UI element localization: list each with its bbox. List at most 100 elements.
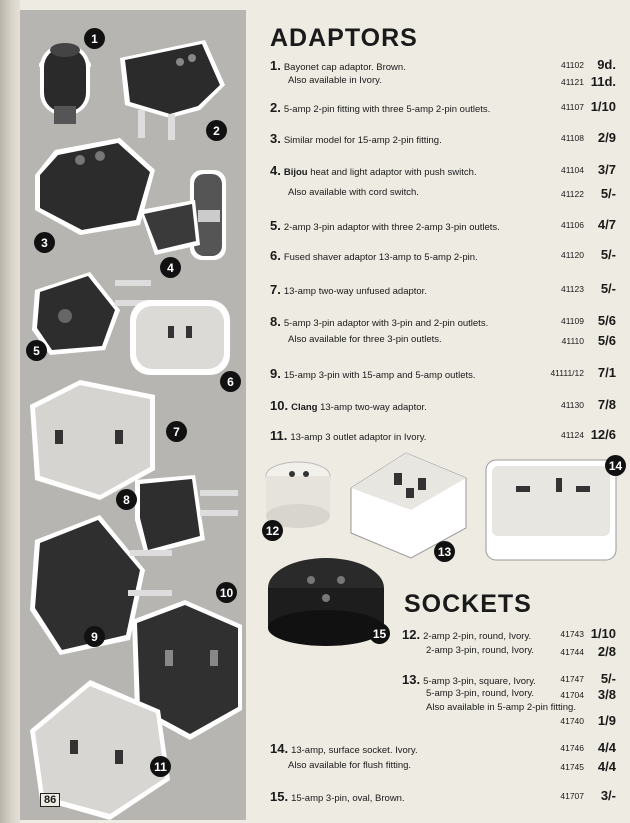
socket-12-image xyxy=(265,461,331,528)
catalogue-code: 41122 xyxy=(560,189,584,199)
adaptor-1-image xyxy=(39,43,91,124)
adaptor-description: 11.13-amp 3 outlet adaptor in Ivory. xyxy=(270,428,427,443)
page-number: 86 xyxy=(40,793,61,807)
socket-row: 2-amp 3-pin, round, Ivory. 41744 2/8 xyxy=(426,644,622,661)
catalogue-code: 41123 xyxy=(560,284,584,294)
socket-description: 14.13-amp, surface socket. Ivory. xyxy=(270,741,418,756)
item-number: 8. xyxy=(270,314,281,329)
catalogue-code: 41110 xyxy=(561,336,584,346)
badge-5: 5 xyxy=(26,340,47,361)
badge-13: 13 xyxy=(434,541,455,562)
adaptor-row: 3.Similar model for 15-amp 2-pin fitting… xyxy=(270,130,622,147)
catalogue-code: 41707 xyxy=(560,791,584,801)
adaptor-10-image xyxy=(132,600,242,740)
item-number: 11. xyxy=(270,428,288,443)
item-number: 1. xyxy=(270,58,281,73)
price: 3/7 xyxy=(597,162,616,177)
adaptor-row: 6.Fused shaver adaptor 13-amp to 5-amp 2… xyxy=(270,247,622,264)
badge-9: 9 xyxy=(84,626,105,647)
badge-8: 8 xyxy=(116,489,137,510)
item-number: 7. xyxy=(270,282,281,297)
adaptor-row: 7.13-amp two-way unfused adaptor. 41123 5/… xyxy=(270,281,622,298)
adaptor-description: 6.Fused shaver adaptor 13-amp to 5-amp 2… xyxy=(270,248,478,263)
adaptor-row: 11.13-amp 3 outlet adaptor in Ivory.4112… xyxy=(270,427,622,444)
adaptor-4-image xyxy=(140,170,226,260)
price: 4/4 xyxy=(597,740,616,755)
badge-4: 4 xyxy=(160,257,181,278)
catalogue-code: 41108 xyxy=(560,133,584,143)
price: 12/6 xyxy=(590,427,616,442)
adaptor-description: Also available for three 3-pin outlets. xyxy=(288,334,442,345)
price: 2/8 xyxy=(597,644,616,659)
price: 7/8 xyxy=(597,397,616,412)
price: 4/7 xyxy=(597,217,616,232)
item-number: 12. xyxy=(402,627,421,642)
adaptor-9-image xyxy=(30,515,172,655)
item-number: 4. xyxy=(270,163,281,178)
adaptor-description: Also available with cord switch. xyxy=(288,187,419,198)
item-number: 9. xyxy=(270,366,281,381)
catalogue-code: 41704 xyxy=(560,690,584,700)
catalogue-code: 41744 xyxy=(560,647,584,657)
adaptor-description: 3.Similar model for 15-amp 2-pin fitting… xyxy=(270,131,442,146)
price: 3/- xyxy=(600,788,616,803)
adaptor-8-image xyxy=(135,475,238,555)
item-number: 6. xyxy=(270,248,281,263)
socket-description: 2-amp 3-pin, round, Ivory. xyxy=(426,645,535,656)
catalogue-code: 41106 xyxy=(560,220,584,230)
adaptor-row: Also available with cord switch. 41122 5/- xyxy=(288,186,622,203)
badge-10: 10 xyxy=(216,582,237,603)
catalogue-code: 41130 xyxy=(560,400,584,410)
adaptor-description: 5.2-amp 3-pin adaptor with three 2-amp 3… xyxy=(270,218,500,233)
adaptor-description: 7.13-amp two-way unfused adaptor. xyxy=(270,282,427,297)
adaptor-2-image xyxy=(120,40,225,140)
badge-2: 2 xyxy=(206,120,227,141)
adaptor-description: Also available in Ivory. xyxy=(288,75,382,86)
socket-description: 5-amp 3-pin, round, Ivory. xyxy=(426,688,535,699)
price: 5/6 xyxy=(597,333,616,348)
badge-7: 7 xyxy=(166,421,187,442)
badge-11: 11 xyxy=(150,756,171,777)
socket-row: Also available in 5-amp 2-pin fitting.41… xyxy=(426,702,622,728)
badge-14: 14 xyxy=(605,455,626,476)
badge-3: 3 xyxy=(34,232,55,253)
item-number: 3. xyxy=(270,131,281,146)
brand-name: Bijou xyxy=(283,167,308,178)
adaptor-5-image xyxy=(32,272,151,355)
item-number: 10. xyxy=(270,398,289,413)
item-number: 14. xyxy=(270,741,289,756)
badge-1: 1 xyxy=(84,28,105,49)
page-binding-edge xyxy=(0,0,20,823)
catalogue-code: 41104 xyxy=(560,165,584,175)
adaptor-description: 1.Bayonet cap adaptor. Brown. xyxy=(270,58,406,73)
sockets-title: SOCKETS xyxy=(404,590,532,618)
price: 7/1 xyxy=(597,365,616,380)
product-photo-column: 1 2 3 4 5 6 7 8 9 10 11 xyxy=(20,10,246,820)
adaptors-title: ADAPTORS xyxy=(270,24,418,52)
adaptor-row: 8.5-amp 3-pin adaptor with 3-pin and 2-p… xyxy=(270,313,622,330)
socket-14-image xyxy=(485,459,617,561)
catalogue-code: 41740 xyxy=(560,716,584,726)
socket-13-image xyxy=(350,452,467,559)
catalogue-code: 41121 xyxy=(560,77,584,87)
price: 5/- xyxy=(600,281,616,296)
price: 1/10 xyxy=(590,99,616,114)
socket-description: Also available for flush fitting. xyxy=(288,760,412,771)
price: 1/10 xyxy=(590,626,616,641)
price: 9d. xyxy=(597,57,616,72)
adaptor-row: 5.2-amp 3-pin adaptor with three 2-amp 3… xyxy=(270,217,622,234)
badge-6: 6 xyxy=(220,371,241,392)
product-illustrations xyxy=(30,40,242,820)
catalogue-code: 41743 xyxy=(560,629,584,639)
adaptor-row: 4.Bijou heat and light adaptor with push… xyxy=(270,162,622,179)
price: 5/- xyxy=(600,186,616,201)
price: 5/6 xyxy=(597,313,616,328)
socket-illustrations xyxy=(265,452,617,646)
